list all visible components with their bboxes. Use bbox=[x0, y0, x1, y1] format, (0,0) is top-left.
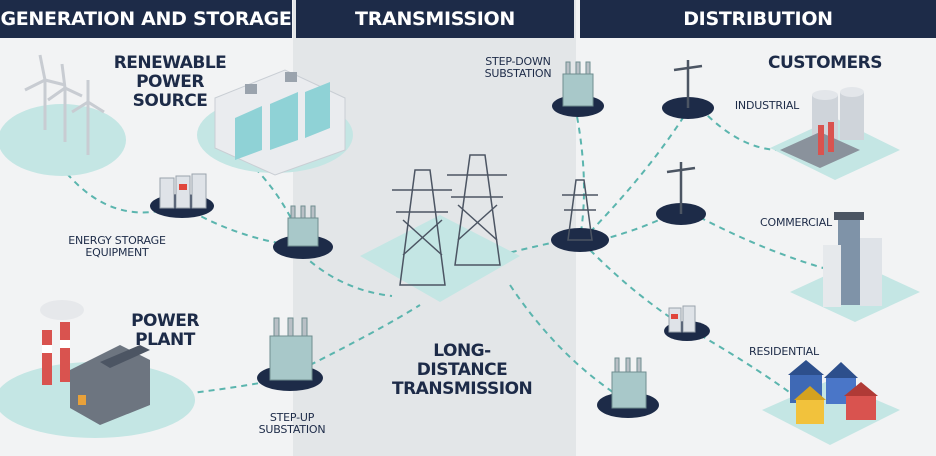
wind-platform bbox=[0, 104, 126, 176]
label-power-plant: POWER PLANT bbox=[105, 312, 225, 350]
label-energy-storage-equipment: ENERGY STORAGE EQUIPMENT bbox=[62, 235, 172, 260]
label-industrial: INDUSTRIAL bbox=[732, 100, 802, 112]
utility-pole-icon bbox=[667, 60, 702, 214]
label-step-up-substation: STEP-UP SUBSTATION bbox=[250, 412, 334, 437]
label-step-down-substation: STEP-DOWN SUBSTATION bbox=[478, 56, 558, 81]
label-long-distance-transmission: LONG-DISTANCE TRANSMISSION bbox=[392, 342, 532, 399]
label-commercial: COMMERCIAL bbox=[756, 217, 836, 229]
label-renewable-power-source: RENEWABLE POWER SOURCE bbox=[90, 54, 250, 111]
tower-platform bbox=[360, 215, 520, 302]
link-stepdown-pylon bbox=[575, 106, 584, 238]
label-residential: RESIDENTIAL bbox=[744, 346, 824, 358]
link-pole1-industrial bbox=[700, 108, 780, 150]
label-customers: CUSTOMERS bbox=[768, 54, 878, 73]
